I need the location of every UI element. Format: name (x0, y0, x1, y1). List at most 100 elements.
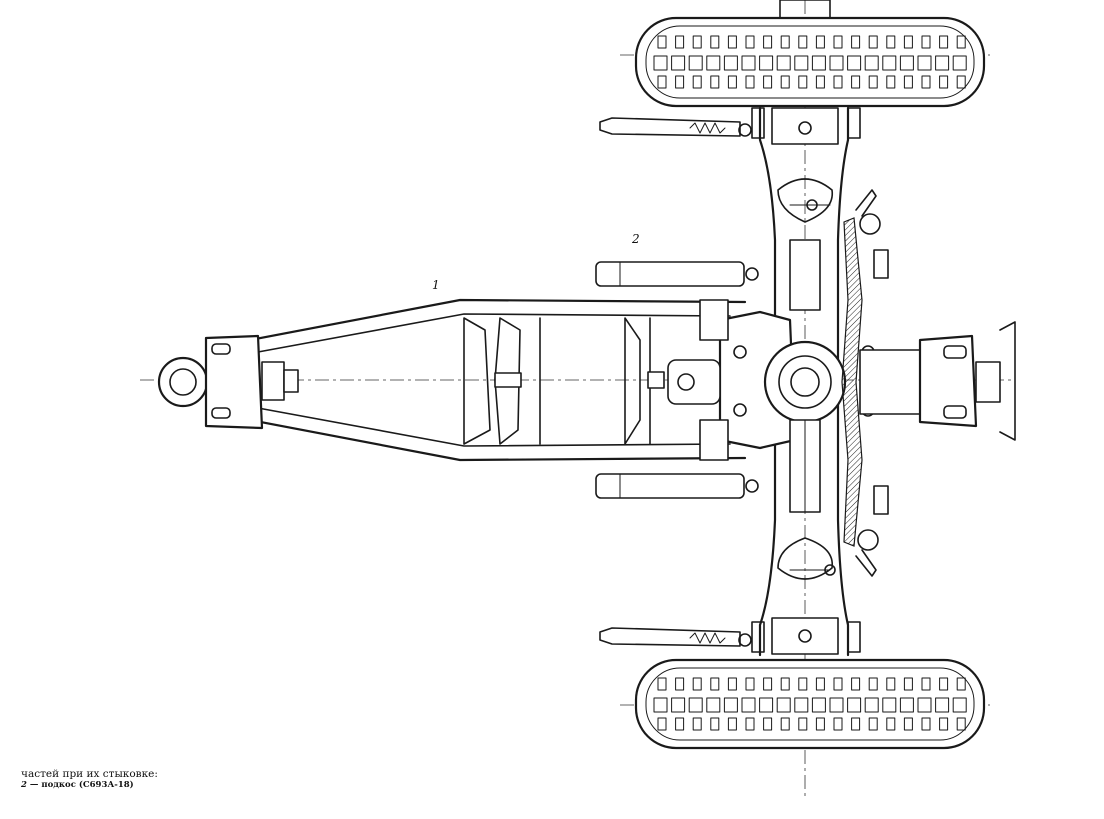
tread-block (745, 717, 755, 731)
tread-block (671, 55, 686, 71)
tread-block (741, 55, 756, 71)
tread-block (759, 55, 774, 71)
tread-block (886, 75, 896, 89)
callout-2: 2 (632, 232, 640, 246)
tread-block (903, 35, 913, 49)
tread-block (811, 697, 826, 713)
tread-block (763, 35, 773, 49)
tread-block (829, 55, 844, 71)
tread-block (903, 717, 913, 731)
tread-block (794, 697, 809, 713)
tread-block (815, 75, 825, 89)
tread-block (675, 35, 685, 49)
tread-block (671, 697, 686, 713)
tread-block (921, 35, 931, 49)
tread-block (864, 697, 879, 713)
tread-block (780, 677, 790, 691)
tread-block (917, 697, 932, 713)
tread-block (833, 717, 843, 731)
tread-block (675, 717, 685, 731)
tread-block (657, 75, 667, 89)
tread-block (763, 75, 773, 89)
tread-block (939, 677, 949, 691)
tread-block (745, 35, 755, 49)
tread-block (727, 677, 737, 691)
towing-eye (157, 334, 299, 430)
tread-block (921, 75, 931, 89)
tread-block (723, 697, 738, 713)
tread-block (815, 677, 825, 691)
tread-block (829, 697, 844, 713)
tread-block (692, 35, 702, 49)
tread-block (868, 717, 878, 731)
tread-block (657, 677, 667, 691)
tread-block (653, 55, 668, 71)
tread-block (710, 677, 720, 691)
tread-block (952, 55, 967, 71)
tread-block (886, 35, 896, 49)
tread-block (741, 697, 756, 713)
tread-block (675, 75, 685, 89)
tread-block (710, 35, 720, 49)
tread-block (899, 697, 914, 713)
tread-block (833, 75, 843, 89)
tread-block (851, 75, 861, 89)
tread-block (780, 35, 790, 49)
bottom-wheel (634, 658, 986, 750)
drawbar-frame (248, 298, 747, 462)
tread-block (939, 75, 949, 89)
tread-block (776, 55, 791, 71)
tread-block (710, 717, 720, 731)
tread-block (798, 717, 808, 731)
tread-block (780, 75, 790, 89)
tread-block (851, 717, 861, 731)
tread-block (882, 55, 897, 71)
tread-block (956, 677, 966, 691)
tread-block (692, 717, 702, 731)
tread-block (811, 55, 826, 71)
caption-line-1: частей при их стыковке: (21, 768, 158, 780)
tread-block (921, 677, 931, 691)
tread-block (921, 717, 931, 731)
tread-block (657, 35, 667, 49)
tread-block (692, 75, 702, 89)
tread-block (780, 717, 790, 731)
tread-block (868, 35, 878, 49)
tread-block (798, 35, 808, 49)
cylinders (595, 261, 759, 499)
tread-block (939, 717, 949, 731)
tread-block (886, 717, 896, 731)
tread-block (903, 75, 913, 89)
tread-block (939, 35, 949, 49)
central-hub (667, 239, 875, 513)
tread-block (798, 75, 808, 89)
tread-block (917, 55, 932, 71)
tread-block (688, 697, 703, 713)
tread-block (763, 717, 773, 731)
tread-block (847, 55, 862, 71)
top-wheel (634, 0, 986, 108)
tread-block (882, 697, 897, 713)
right-coupling (859, 321, 1016, 441)
tread-block (759, 697, 774, 713)
tread-block (868, 677, 878, 691)
tread-block (745, 677, 755, 691)
tread-block (815, 35, 825, 49)
tread-block (815, 717, 825, 731)
tread-block (833, 35, 843, 49)
tread-block (851, 677, 861, 691)
tread-block (935, 697, 950, 713)
tread-block (847, 697, 862, 713)
tread-block (794, 55, 809, 71)
callout-1: 1 (432, 278, 440, 292)
tread-block (745, 75, 755, 89)
tread-block (727, 717, 737, 731)
tread-block (903, 677, 913, 691)
hatched-plate (841, 189, 889, 577)
caption-line-2: 2 — подкос (С693А-18) (21, 780, 134, 790)
tread-block (653, 697, 668, 713)
tread-block (956, 717, 966, 731)
tread-block (935, 55, 950, 71)
tread-block (706, 55, 721, 71)
